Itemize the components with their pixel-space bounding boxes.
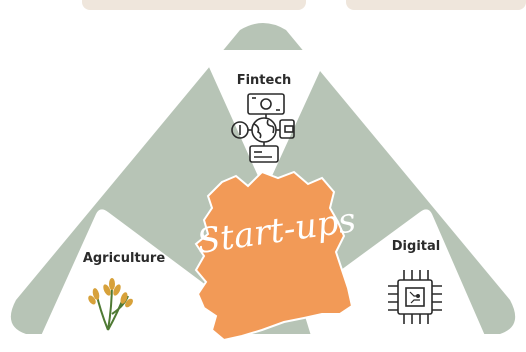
wheat-icon (88, 278, 133, 331)
map-of-cote-divoire (194, 170, 354, 342)
top-card-left (82, 0, 306, 10)
top-card-right (346, 0, 526, 10)
chip-icon (388, 270, 442, 324)
fintech-label: Fintech (237, 73, 292, 88)
agriculture-segment (38, 209, 226, 352)
digital-segment (300, 209, 488, 352)
fintech-icon (231, 93, 295, 163)
digital-label: Digital (392, 239, 440, 254)
agriculture-label: Agriculture (83, 251, 166, 266)
